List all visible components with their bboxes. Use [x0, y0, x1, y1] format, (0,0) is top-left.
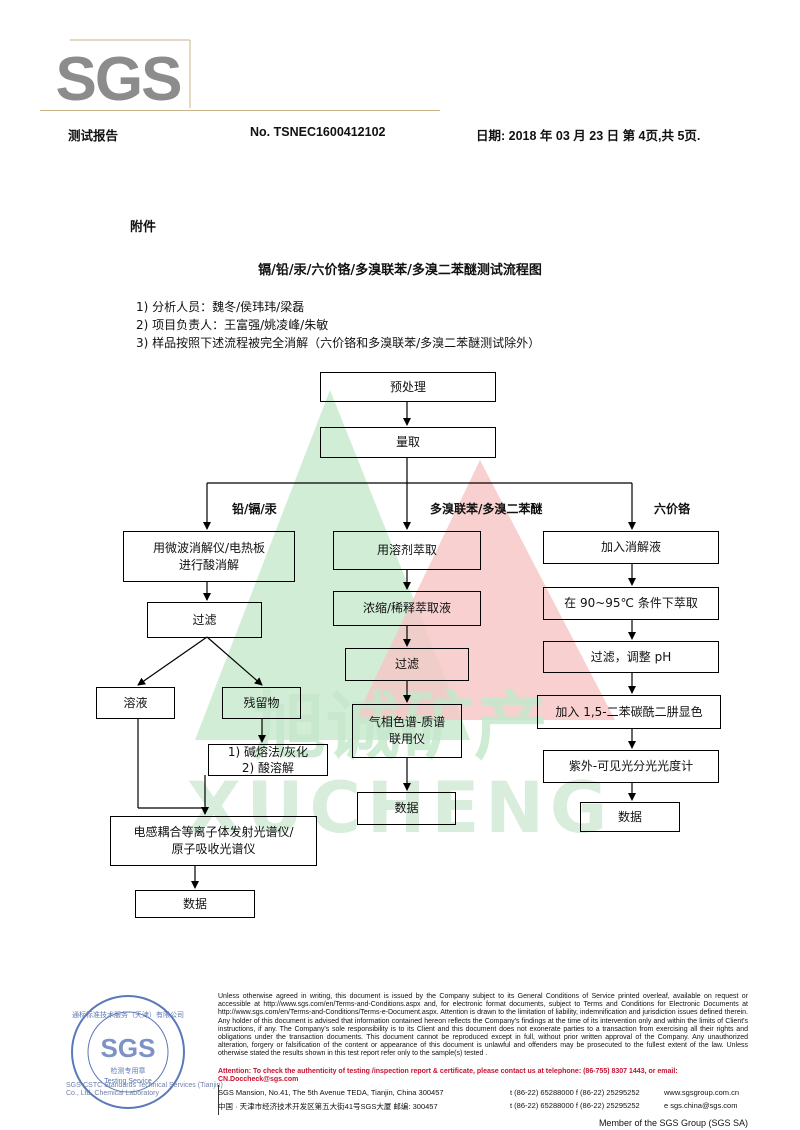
seal-sgs: SGS [101, 1033, 156, 1063]
box-filter-adjust-ph: 过滤，调整 pH [543, 641, 719, 673]
box-residue: 残留物 [222, 687, 301, 719]
address-en: SGS Mansion, No.41, The 5th Avenue TEDA,… [218, 1088, 444, 1097]
watermark-en: XUCHENG [187, 767, 614, 849]
box-measure: 量取 [320, 427, 496, 458]
seal-overlap-text: SGS-CSTC Standards Technical Services (T… [66, 1082, 223, 1097]
attachment-label: 附件 [130, 220, 157, 235]
box-metals-filter: 过滤 [147, 602, 262, 638]
box-alkali-fusion: 1) 碱熔法/灰化 2) 酸溶解 [208, 744, 328, 776]
website: www.sgsgroup.com.cn [664, 1088, 740, 1097]
seal-cn: 检测专用章 [111, 1066, 146, 1075]
box-pbb-data: 数据 [357, 792, 456, 825]
testing-service-seal: 通标标准技术服务（天津）有限公司 SGS 检测专用章 Testing Servi… [71, 995, 185, 1109]
box-icp-aas: 电感耦合等离子体发射光谱仪/ 原子吸收光谱仪 [110, 816, 317, 866]
address-cn: 中国 · 天津市经济技术开发区第五大街41号SGS大厦 邮编: 300457 [218, 1102, 438, 1111]
box-uv-vis: 紫外-可见光分光光度计 [543, 750, 719, 783]
logo-rule [40, 110, 440, 111]
acid-digestion-line-1: 用微波消解仪/电热板 [152, 540, 266, 555]
member-line: Member of the SGS Group (SGS SA) [598, 1118, 748, 1128]
box-pbb-filter: 过滤 [345, 648, 469, 681]
email: e sgs.china@sgs.com [664, 1101, 738, 1110]
report-number: No. TSNEC1600412102 [250, 125, 386, 139]
seal-en: Testing Service [104, 1078, 152, 1085]
branch-label-cr6: 六价铬 [654, 502, 691, 516]
acid-digestion-line-2: 进行酸消解 [178, 557, 239, 572]
info-project-lead: 2) 项目负责人：王富强/姚凌峰/朱敏 [136, 318, 329, 332]
box-add-diphenylcarbazide: 加入 1,5-二苯碳酰二肼显色 [537, 695, 721, 729]
info-digestion-note: 3) 样品按照下述流程被完全消解（六价铬和多溴联苯/多溴二苯醚测试除外） [136, 336, 541, 350]
box-solvent-extraction: 用溶剂萃取 [333, 531, 481, 570]
box-metals-data: 数据 [135, 890, 255, 918]
seal-ring-text: 通标标准技术服务（天津）有限公司 [72, 1010, 184, 1019]
icp-aas-line-1: 电感耦合等离子体发射光谱仪/ [133, 825, 294, 839]
alkali-fusion-line-1: 1) 碱熔法/灰化 [227, 745, 309, 759]
branch-label-pbb: 多溴联苯/多溴二苯醚 [430, 502, 543, 516]
box-pretreatment: 预处理 [320, 372, 496, 402]
legal-disclaimer: Unless otherwise agreed in writing, this… [218, 993, 748, 1058]
gcms-line-2: 联用仪 [388, 732, 425, 746]
alkali-fusion-line-2: 2) 酸溶解 [241, 761, 295, 775]
gcms-line-1: 气相色谱-质谱 [368, 715, 446, 729]
date-page: 日期: 2018 年 03 月 23 日 第 4页,共 5页. [476, 129, 701, 143]
footer-divider [218, 1085, 219, 1115]
box-gcms: 气相色谱-质谱 联用仪 [352, 704, 462, 758]
icp-aas-line-2: 原子吸收光谱仪 [171, 842, 256, 856]
branch-label-metals: 铅/镉/汞 [232, 502, 277, 516]
authenticity-notice: Attention: To check the authenticity of … [218, 1068, 678, 1084]
tel-cn: t (86-22) 65288000 f (86-22) 25295252 [510, 1101, 640, 1110]
box-heat-extraction: 在 90~95℃ 条件下萃取 [543, 587, 719, 620]
logo-text: SGS [56, 45, 181, 113]
box-add-digest-solution: 加入消解液 [543, 531, 719, 564]
tel-en: t (86-22) 65288000 f (86-22) 25295252 [510, 1088, 640, 1097]
box-cr6-data: 数据 [580, 802, 680, 832]
watermark-cn: 旭诚矿产 [252, 684, 548, 770]
box-solution: 溶液 [96, 687, 175, 719]
report-label: 测试报告 [68, 129, 119, 143]
page-title: 镉/铅/汞/六价铬/多溴联苯/多溴二苯醚测试流程图 [258, 263, 542, 278]
info-analysts: 1) 分析人员：魏冬/侯玮玮/梁磊 [136, 300, 305, 314]
box-concentrate-dilute: 浓缩/稀释萃取液 [333, 591, 481, 626]
sgs-logo: SGS [40, 38, 195, 113]
box-acid-digestion: 用微波消解仪/电热板 进行酸消解 [123, 531, 295, 582]
